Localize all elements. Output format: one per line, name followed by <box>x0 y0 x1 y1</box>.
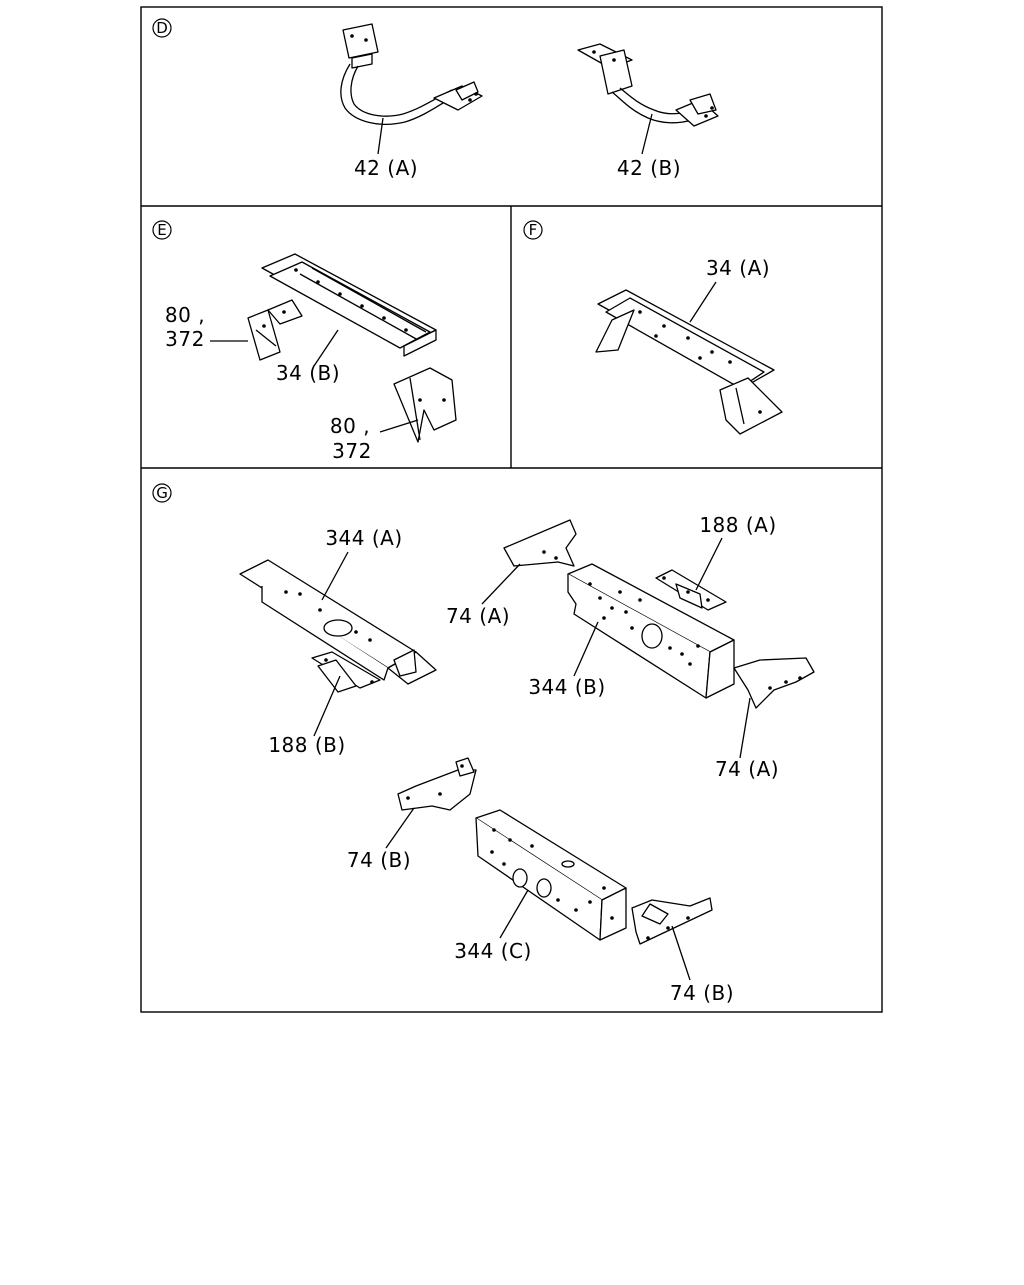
part-42a-drawing <box>340 23 483 125</box>
section-d-letter: D <box>156 19 168 37</box>
leader-188a <box>695 537 723 591</box>
leader-34a <box>689 281 717 323</box>
label-42b: 42 (B) <box>617 156 681 180</box>
section-f: F 34 (A) <box>523 220 783 435</box>
part-34b-drawing <box>261 253 437 357</box>
section-g-marker: G <box>152 483 172 503</box>
part-344b-drawing <box>567 563 735 699</box>
leader-74a-top <box>481 563 521 605</box>
part-74b-left-drawing <box>397 757 477 811</box>
leader-80-372-right <box>379 419 419 433</box>
section-e-letter: E <box>157 221 166 239</box>
part-188b-drawing <box>311 651 381 693</box>
section-e-marker: E <box>152 220 172 240</box>
diagram-frame <box>140 6 883 1013</box>
part-74a-top-drawing <box>503 519 577 567</box>
leader-344a <box>321 551 349 601</box>
label-74b-right: 74 (B) <box>670 981 734 1005</box>
label-34a: 34 (A) <box>706 256 770 280</box>
part-80-372-left-drawing <box>247 299 303 361</box>
section-f-letter: F <box>529 221 538 239</box>
section-g-letter: G <box>156 484 168 502</box>
leader-74b-left <box>385 807 415 849</box>
part-42b-drawing <box>577 43 719 127</box>
label-34b: 34 (B) <box>276 361 340 385</box>
label-188a: 188 (A) <box>699 513 776 537</box>
label-344b: 344 (B) <box>528 675 605 699</box>
section-d: D 42 (A) <box>152 18 719 180</box>
part-344c-drawing <box>475 809 627 941</box>
section-f-marker: F <box>523 220 543 240</box>
leader-74b-right <box>671 925 691 981</box>
leader-74a-right <box>739 697 751 759</box>
section-d-marker: D <box>152 18 172 38</box>
part-188a-drawing <box>655 569 727 611</box>
label-344c: 344 (C) <box>454 939 532 963</box>
label-344a: 344 (A) <box>325 526 402 550</box>
part-80-372-right-drawing <box>393 367 457 443</box>
leader-34b <box>313 329 339 367</box>
part-344a-drawing <box>239 559 437 685</box>
label-74b-left: 74 (B) <box>347 848 411 872</box>
label-80-right: 80 , <box>330 414 370 438</box>
leader-42b <box>641 113 653 155</box>
leader-188b <box>313 675 341 737</box>
label-188b: 188 (B) <box>268 733 345 757</box>
label-372-right: 372 <box>332 439 372 463</box>
label-74a-right: 74 (A) <box>715 757 779 781</box>
label-372-left: 372 <box>165 327 205 351</box>
part-34a-drawing <box>595 289 783 435</box>
leader-344c <box>499 889 529 939</box>
section-e: E <box>152 220 457 463</box>
label-74a-top: 74 (A) <box>446 604 510 628</box>
leader-42a <box>377 117 384 155</box>
section-g: G <box>152 483 815 1005</box>
label-80-left: 80 , <box>165 303 205 327</box>
part-74a-right-drawing <box>733 657 815 709</box>
label-42a: 42 (A) <box>354 156 418 180</box>
part-74b-right-drawing <box>631 897 713 945</box>
leader-344b <box>573 621 599 677</box>
